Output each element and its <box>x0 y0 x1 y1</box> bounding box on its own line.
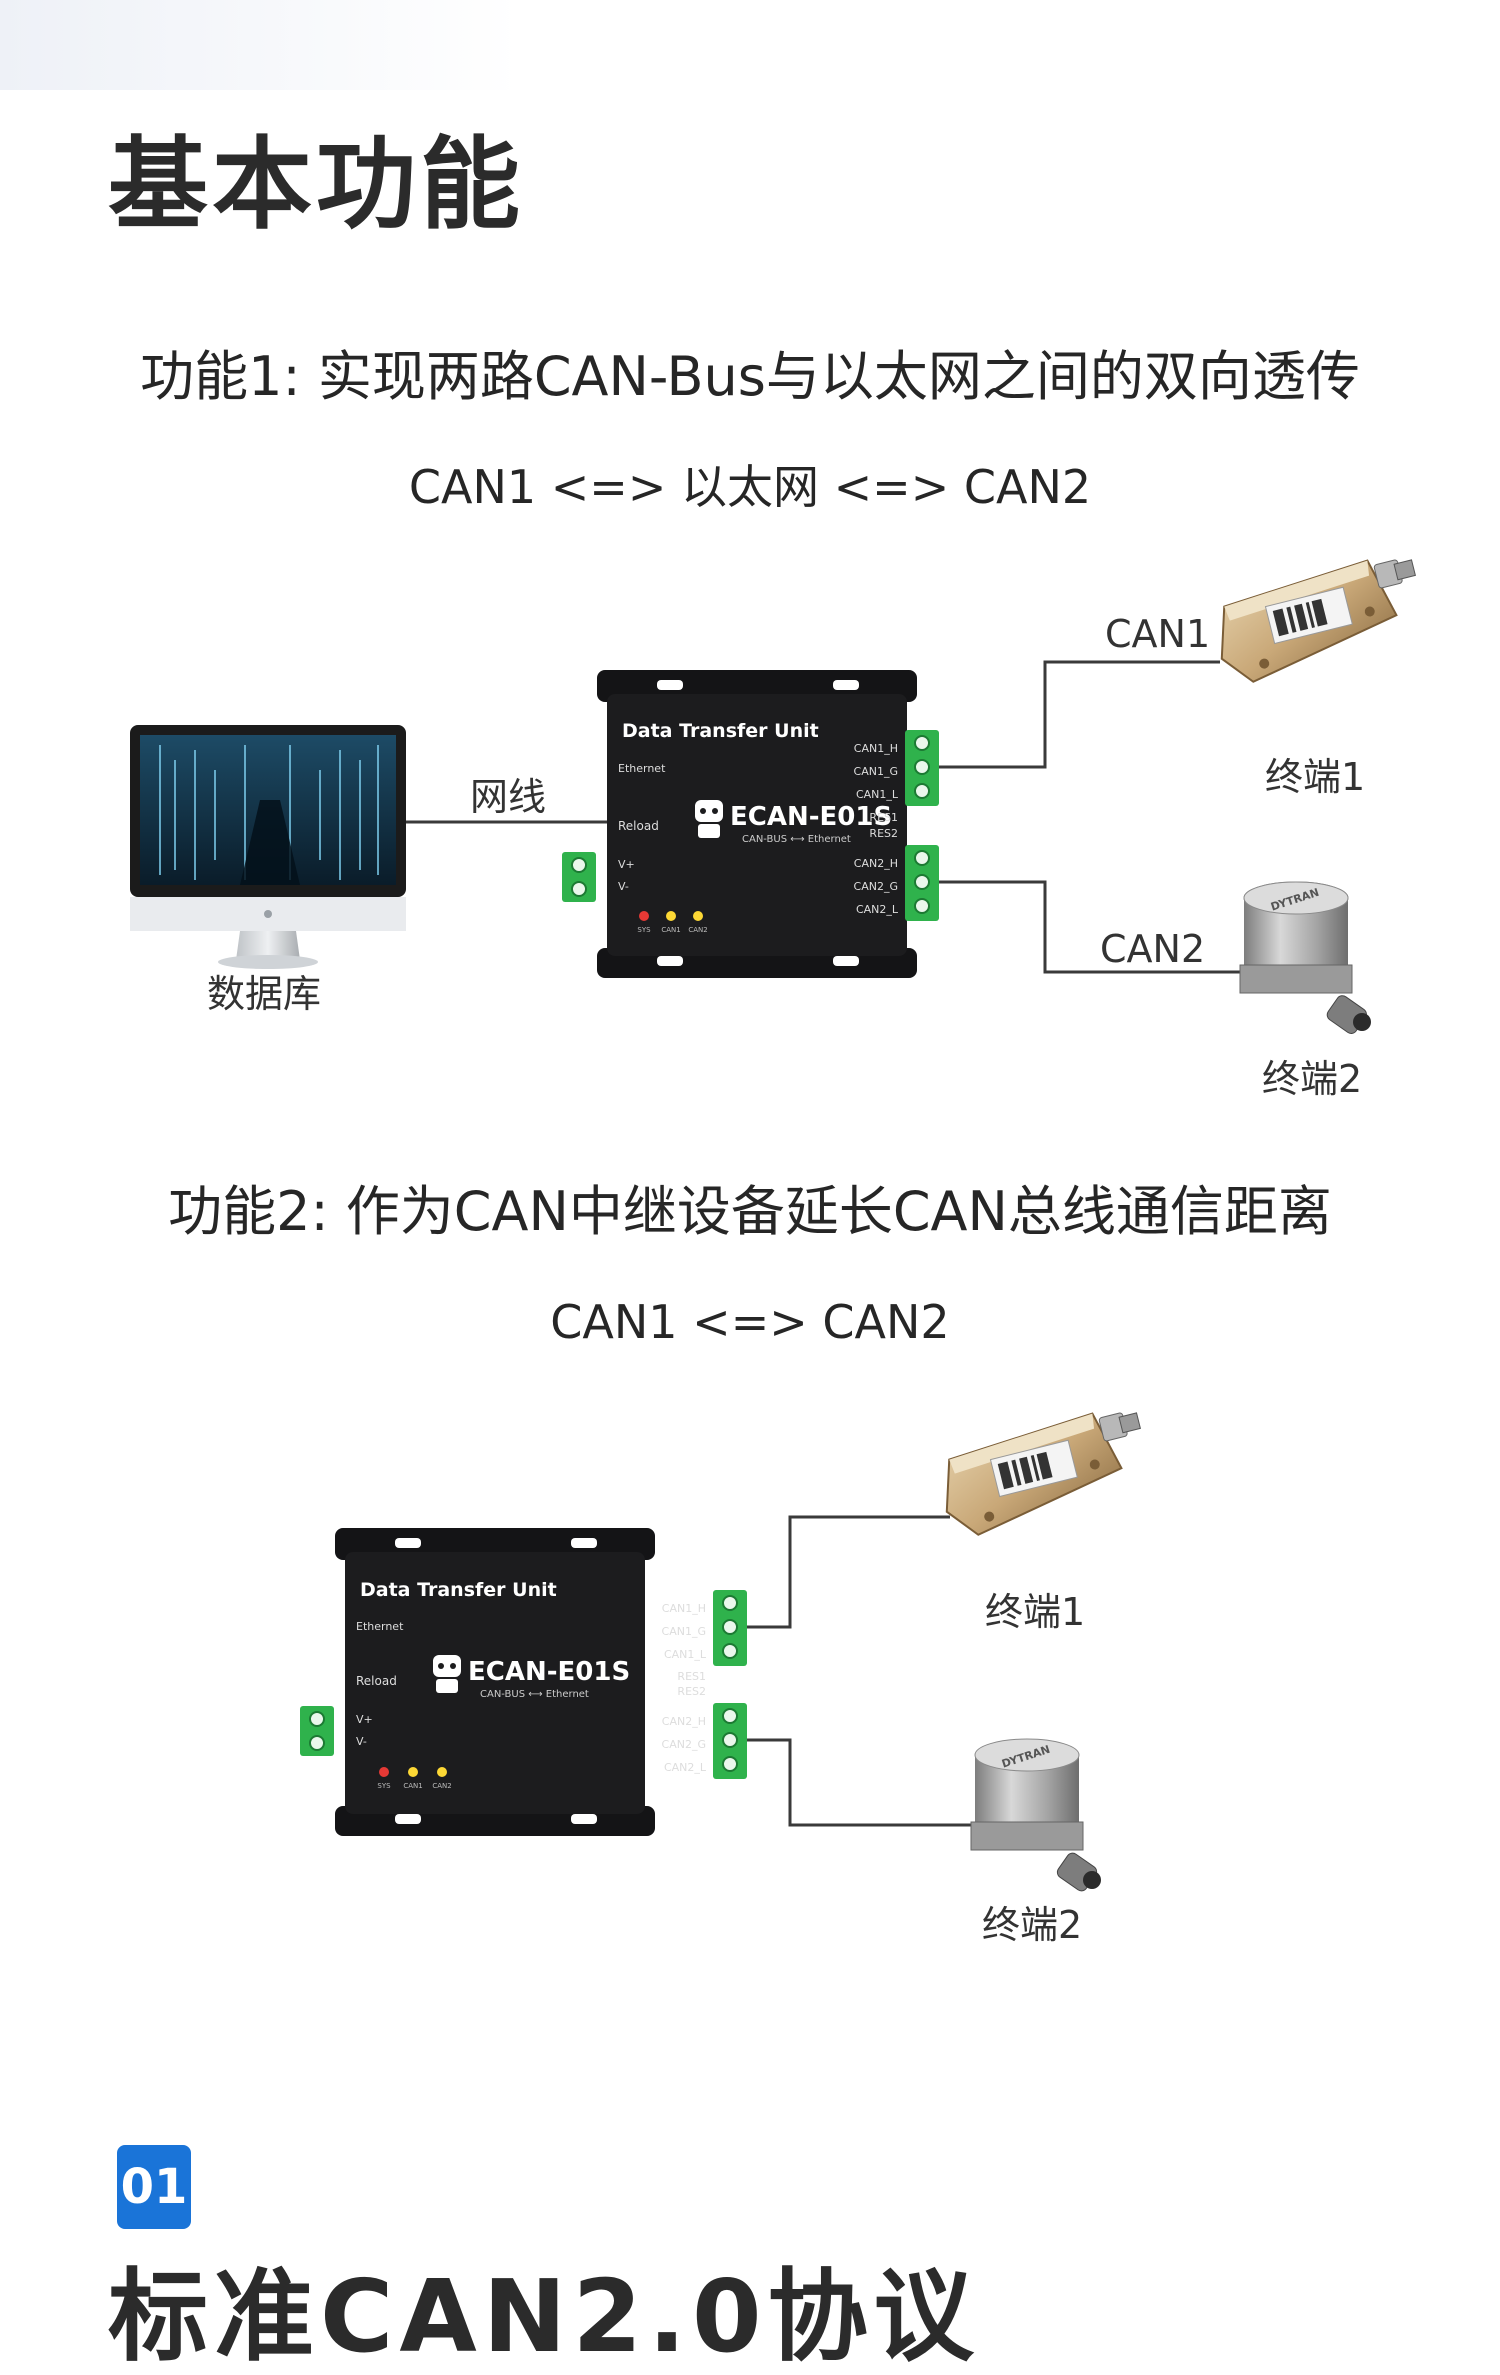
device1-leds: SYS CAN1 CAN2 <box>637 911 708 934</box>
top-fade-decoration <box>0 0 520 90</box>
terminal1-label: 终端1 <box>1265 755 1366 799</box>
device1-robot-icon <box>695 800 723 838</box>
gold-sensor-image-1 <box>1220 559 1416 683</box>
device1-can2l-label: CAN2_L <box>856 903 899 916</box>
device1-ethernet-label: Ethernet <box>618 762 666 775</box>
device1-vplus-label: V+ <box>618 858 635 871</box>
feature1-title: 功能1: 实现两路CAN-Bus与以太网之间的双向透传 <box>140 345 1360 408</box>
device2-robot-icon <box>433 1655 461 1693</box>
device2-led-can2: CAN2 <box>432 1782 451 1790</box>
device2-res1-label: RES1 <box>677 1670 706 1683</box>
device1-led-can2: CAN2 <box>688 926 707 934</box>
steel-sensor-image-2: DYTRAN <box>970 1738 1101 1892</box>
database-label: 数据库 <box>207 972 322 1016</box>
device2-can2h-label: CAN2_H <box>662 1715 706 1728</box>
diagram-canvas: Data Transfer Unit Ethernet Reload V+ V-… <box>130 559 1416 1892</box>
device2-terminals <box>300 1590 747 1779</box>
device2-can2l-label: CAN2_L <box>664 1761 707 1774</box>
can2-line-1 <box>939 880 1245 974</box>
device2-res2-label: RES2 <box>677 1685 706 1698</box>
feature2-flow: CAN1 <=> CAN2 <box>550 1295 950 1349</box>
feature2-terminal2-label: 终端2 <box>982 1903 1083 1947</box>
device2-can1g-label: CAN1_G <box>662 1625 706 1638</box>
can2-label: CAN2 <box>1100 927 1206 971</box>
device2-model: ECAN-E01S <box>468 1657 630 1687</box>
page: 基本功能 功能1: 实现两路CAN-Bus与以太网之间的双向透传 CAN1 <=… <box>0 0 1416 2372</box>
monitor-database-image <box>130 725 406 969</box>
device2-led-sys: SYS <box>377 1782 391 1790</box>
section-title: 标准CAN2.0协议 <box>108 2258 980 2375</box>
feature1-flow: CAN1 <=> 以太网 <=> CAN2 <box>408 460 1092 514</box>
device2-can1h-label: CAN1_H <box>662 1602 706 1615</box>
device2-can2g-label: CAN2_G <box>662 1738 706 1751</box>
device2-subtitle: CAN-BUS ⟷ Ethernet <box>480 1689 589 1700</box>
device1-can2g-label: CAN2_G <box>854 880 898 893</box>
device1-header: Data Transfer Unit <box>622 720 819 742</box>
device1-can1g-label: CAN1_G <box>854 765 898 778</box>
device2-led-can1: CAN1 <box>403 1782 422 1790</box>
can2-line-2 <box>747 1738 975 1827</box>
device2-vplus-label: V+ <box>356 1713 373 1726</box>
feature2-title: 功能2: 作为CAN中继设备延长CAN总线通信距离 <box>168 1180 1332 1243</box>
device1-can2h-label: CAN2_H <box>854 857 898 870</box>
device2-leds: SYS CAN1 CAN2 <box>377 1767 452 1790</box>
device2-header: Data Transfer Unit <box>360 1579 557 1601</box>
feature2-terminal1-label: 终端1 <box>985 1590 1086 1634</box>
can1-line-1 <box>939 660 1220 769</box>
device1-vminus-label: V- <box>618 880 629 893</box>
device2-vminus-label: V- <box>356 1735 367 1748</box>
device1-can1h-label: CAN1_H <box>854 742 898 755</box>
gold-sensor-image-2 <box>945 1412 1141 1536</box>
device1-subtitle: CAN-BUS ⟷ Ethernet <box>742 834 851 845</box>
device1-led-sys: SYS <box>637 926 651 934</box>
device1-can1l-label: CAN1_L <box>856 788 899 801</box>
device1-model: ECAN-E01S <box>730 802 892 832</box>
terminal2-label: 终端2 <box>1262 1057 1363 1101</box>
device1-terminals <box>562 730 939 921</box>
device1-reload-label: Reload <box>618 819 659 833</box>
device1-led-can1: CAN1 <box>661 926 680 934</box>
can1-label: CAN1 <box>1105 612 1211 656</box>
steel-sensor-image-1: DYTRAN <box>1239 881 1371 1034</box>
cable-label: 网线 <box>470 775 547 819</box>
can1-line-2 <box>747 1515 950 1629</box>
section-number-badge: 01 <box>117 2145 191 2229</box>
device2-ethernet-label: Ethernet <box>356 1620 404 1633</box>
device1-res2-label: RES2 <box>869 827 898 840</box>
device2-can1l-label: CAN1_L <box>664 1648 707 1661</box>
device1-res1-label: RES1 <box>869 811 898 824</box>
device2-reload-label: Reload <box>356 1674 397 1688</box>
page-title: 基本功能 <box>108 126 524 243</box>
